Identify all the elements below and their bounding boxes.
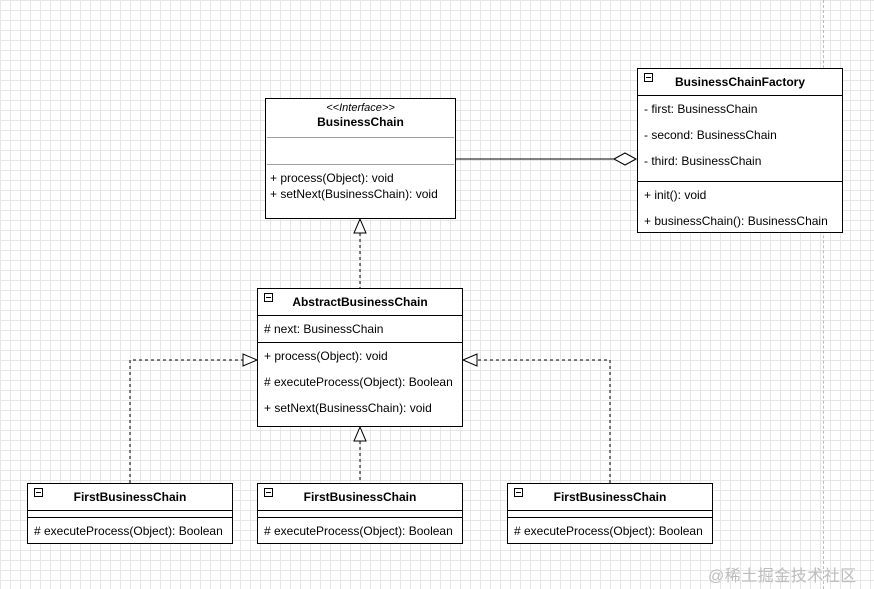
inheritance-line-right bbox=[477, 359, 611, 483]
interface-method: + process(Object): void bbox=[270, 171, 394, 185]
abstract-method: # executeProcess(Object): Boolean bbox=[264, 375, 453, 389]
abstract-name: AbstractBusinessChain bbox=[292, 295, 428, 309]
realization-arrowhead bbox=[353, 217, 367, 234]
concrete-divider bbox=[28, 510, 232, 511]
collapse-icon[interactable] bbox=[34, 488, 43, 497]
factory-field: - first: BusinessChain bbox=[644, 102, 758, 116]
concrete-header: FirstBusinessChain bbox=[508, 484, 712, 510]
interface-divider bbox=[267, 164, 454, 165]
concrete-name: FirstBusinessChain bbox=[303, 490, 417, 504]
inheritance-arrowhead-middle bbox=[353, 425, 367, 442]
concrete-header: FirstBusinessChain bbox=[28, 484, 232, 510]
concrete-divider bbox=[258, 517, 462, 518]
abstract-header: AbstractBusinessChain bbox=[258, 289, 462, 315]
interface-methods: + process(Object): void + setNext(Busine… bbox=[266, 165, 455, 202]
interface-name: BusinessChain bbox=[317, 115, 404, 129]
interface-business-chain[interactable]: <<Interface>> BusinessChain + process(Ob… bbox=[265, 98, 456, 219]
abstract-method: + process(Object): void bbox=[264, 349, 388, 363]
abstract-divider bbox=[258, 315, 462, 316]
concrete-method: # executeProcess(Object): Boolean bbox=[514, 524, 703, 538]
concrete-name: FirstBusinessChain bbox=[73, 490, 187, 504]
page-boundary-dashed-line bbox=[823, 0, 824, 589]
factory-header: BusinessChainFactory bbox=[638, 69, 842, 95]
class-first-business-chain-1[interactable]: FirstBusinessChain # executeProcess(Obje… bbox=[27, 483, 233, 544]
interface-stereotype: <<Interface>> bbox=[326, 102, 395, 114]
concrete-divider bbox=[508, 510, 712, 511]
collapse-icon[interactable] bbox=[264, 488, 273, 497]
factory-divider bbox=[638, 181, 842, 182]
factory-divider bbox=[638, 95, 842, 96]
abstract-field: # next: BusinessChain bbox=[264, 322, 384, 336]
class-first-business-chain-2[interactable]: FirstBusinessChain # executeProcess(Obje… bbox=[257, 483, 463, 544]
class-abstract-business-chain[interactable]: AbstractBusinessChain # next: BusinessCh… bbox=[257, 288, 463, 427]
class-first-business-chain-3[interactable]: FirstBusinessChain # executeProcess(Obje… bbox=[507, 483, 713, 544]
interface-method: + setNext(BusinessChain): void bbox=[270, 187, 438, 201]
aggregation-diamond bbox=[612, 152, 638, 166]
collapse-icon[interactable] bbox=[264, 293, 273, 302]
interface-divider bbox=[267, 137, 454, 138]
factory-field: - third: BusinessChain bbox=[644, 154, 762, 168]
concrete-divider bbox=[508, 517, 712, 518]
inheritance-arrowhead-right bbox=[461, 353, 478, 367]
inheritance-arrowhead-left bbox=[242, 353, 259, 367]
watermark: @稀土掘金技术社区 bbox=[708, 568, 857, 585]
abstract-divider bbox=[258, 342, 462, 343]
concrete-header: FirstBusinessChain bbox=[258, 484, 462, 510]
abstract-method: + setNext(BusinessChain): void bbox=[264, 401, 432, 415]
concrete-name: FirstBusinessChain bbox=[553, 490, 667, 504]
factory-field: - second: BusinessChain bbox=[644, 128, 777, 142]
inheritance-line-left bbox=[129, 359, 243, 483]
interface-attributes-empty bbox=[266, 138, 455, 164]
collapse-icon[interactable] bbox=[644, 73, 653, 82]
concrete-method: # executeProcess(Object): Boolean bbox=[264, 524, 453, 538]
factory-method: + init(): void bbox=[644, 188, 707, 202]
concrete-divider bbox=[28, 517, 232, 518]
concrete-divider bbox=[258, 510, 462, 511]
factory-name: BusinessChainFactory bbox=[674, 75, 806, 89]
concrete-method: # executeProcess(Object): Boolean bbox=[34, 524, 223, 538]
interface-header: <<Interface>> BusinessChain bbox=[266, 99, 455, 135]
class-business-chain-factory[interactable]: BusinessChainFactory - first: BusinessCh… bbox=[637, 68, 843, 233]
collapse-icon[interactable] bbox=[514, 488, 523, 497]
factory-method: + businessChain(): BusinessChain bbox=[644, 214, 828, 228]
